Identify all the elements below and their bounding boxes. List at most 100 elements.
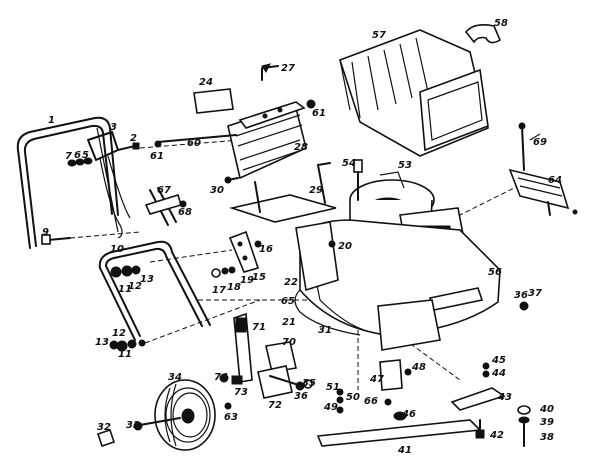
blade-adapter-47-48: [379, 359, 412, 391]
mounting-bracket-29: [228, 162, 337, 223]
wheel-axle-arm-71: [233, 312, 253, 383]
label-11-lower: 11: [118, 349, 132, 360]
label-69: 69: [533, 137, 547, 148]
label-29: 29: [309, 185, 323, 196]
label-30: 30: [210, 185, 224, 196]
label-63: 63: [224, 412, 238, 423]
bolt-42: [475, 419, 485, 439]
washer-63: [224, 402, 232, 410]
grass-catcher-57: [339, 29, 489, 157]
label-38: 38: [540, 432, 554, 443]
lower-handle: [98, 240, 211, 341]
spring-27: [261, 63, 279, 81]
label-12-lower: 12: [112, 328, 126, 339]
label-49: 49: [323, 402, 338, 413]
label-11-upper: 11: [118, 284, 132, 295]
label-36-left: 36: [294, 391, 308, 402]
label-3: 3: [110, 122, 117, 133]
label-58: 58: [494, 18, 508, 29]
carry-handle-58: [464, 24, 502, 44]
label-34: 34: [168, 372, 182, 383]
mower-deck: [294, 219, 501, 351]
label-15: 15: [252, 272, 266, 283]
label-70: 70: [282, 337, 296, 348]
label-12-upper: 12: [128, 281, 142, 292]
washers-11-12-13-upper: [110, 265, 141, 278]
label-39: 39: [540, 417, 554, 428]
nut-61-right: [306, 99, 316, 109]
label-43: 43: [497, 392, 512, 403]
label-10: 10: [110, 244, 124, 255]
nuts-35-36: [295, 379, 313, 391]
blade-43: [450, 387, 506, 411]
label-47: 47: [369, 374, 384, 385]
label-7: 7: [65, 151, 72, 162]
label-21: 21: [282, 317, 296, 328]
screw-20: [328, 240, 336, 248]
label-plate-24: [193, 88, 234, 114]
bolt-9: [41, 234, 71, 245]
wheel-34: [154, 379, 216, 451]
part-labels: 1 2 3 5 6 7 9 10 11 11 12 12 13 13 15 16…: [42, 18, 562, 456]
label-19: 19: [240, 275, 254, 286]
screw-16: [254, 240, 262, 248]
label-2: 2: [130, 133, 137, 144]
label-36-right: 36: [514, 290, 528, 301]
label-37: 37: [528, 288, 542, 299]
label-16: 16: [259, 244, 273, 255]
cable-clip-67: [144, 187, 187, 226]
label-45: 45: [491, 355, 506, 366]
label-56: 56: [488, 267, 502, 278]
label-41: 41: [397, 445, 412, 456]
label-46: 46: [401, 409, 416, 420]
label-60: 60: [187, 138, 201, 149]
rear-plate-64: [508, 168, 578, 216]
label-53: 53: [398, 160, 412, 171]
label-1: 1: [48, 115, 55, 126]
label-74: 74: [214, 372, 228, 383]
label-31: 31: [318, 325, 332, 336]
label-42: 42: [489, 430, 504, 441]
label-68: 68: [178, 207, 192, 218]
front-cover-65: [295, 221, 339, 292]
washers-5-6-7: [67, 157, 93, 167]
label-5: 5: [82, 150, 89, 161]
label-18: 18: [227, 282, 241, 293]
label-67: 67: [157, 185, 171, 196]
label-73: 73: [234, 387, 248, 398]
blade-41: [316, 419, 482, 447]
label-35: 35: [302, 378, 316, 389]
guide-plate-70: [265, 341, 297, 373]
label-57: 57: [372, 30, 386, 41]
label-27: 27: [281, 63, 295, 74]
label-33: 33: [126, 420, 140, 431]
label-64: 64: [548, 175, 562, 186]
rod-60: [154, 134, 237, 148]
screw-30: [224, 176, 239, 184]
upper-handle: [16, 116, 119, 249]
label-44: 44: [491, 368, 506, 379]
washers-17-18-19: [211, 266, 236, 278]
label-32: 32: [97, 422, 111, 433]
spacer-73-74: [219, 373, 243, 385]
label-17: 17: [212, 285, 226, 296]
label-50: 50: [346, 392, 360, 403]
nut-36-37-right: [519, 301, 529, 311]
dipstick-54: [353, 159, 363, 201]
label-13-upper: 13: [140, 274, 154, 285]
label-20: 20: [338, 241, 352, 252]
label-71: 71: [252, 322, 266, 333]
label-66: 66: [364, 396, 378, 407]
washers-49-50-51: [336, 388, 344, 414]
washer-66-46: [384, 398, 407, 421]
label-61-left: 61: [150, 151, 164, 162]
label-9: 9: [42, 227, 49, 238]
rear-flap: [227, 101, 307, 180]
hub-cap-32: [96, 428, 116, 448]
label-13-lower: 13: [95, 337, 109, 348]
bolt-2: [117, 142, 140, 151]
label-48: 48: [411, 362, 426, 373]
label-61-right: 61: [312, 108, 326, 119]
